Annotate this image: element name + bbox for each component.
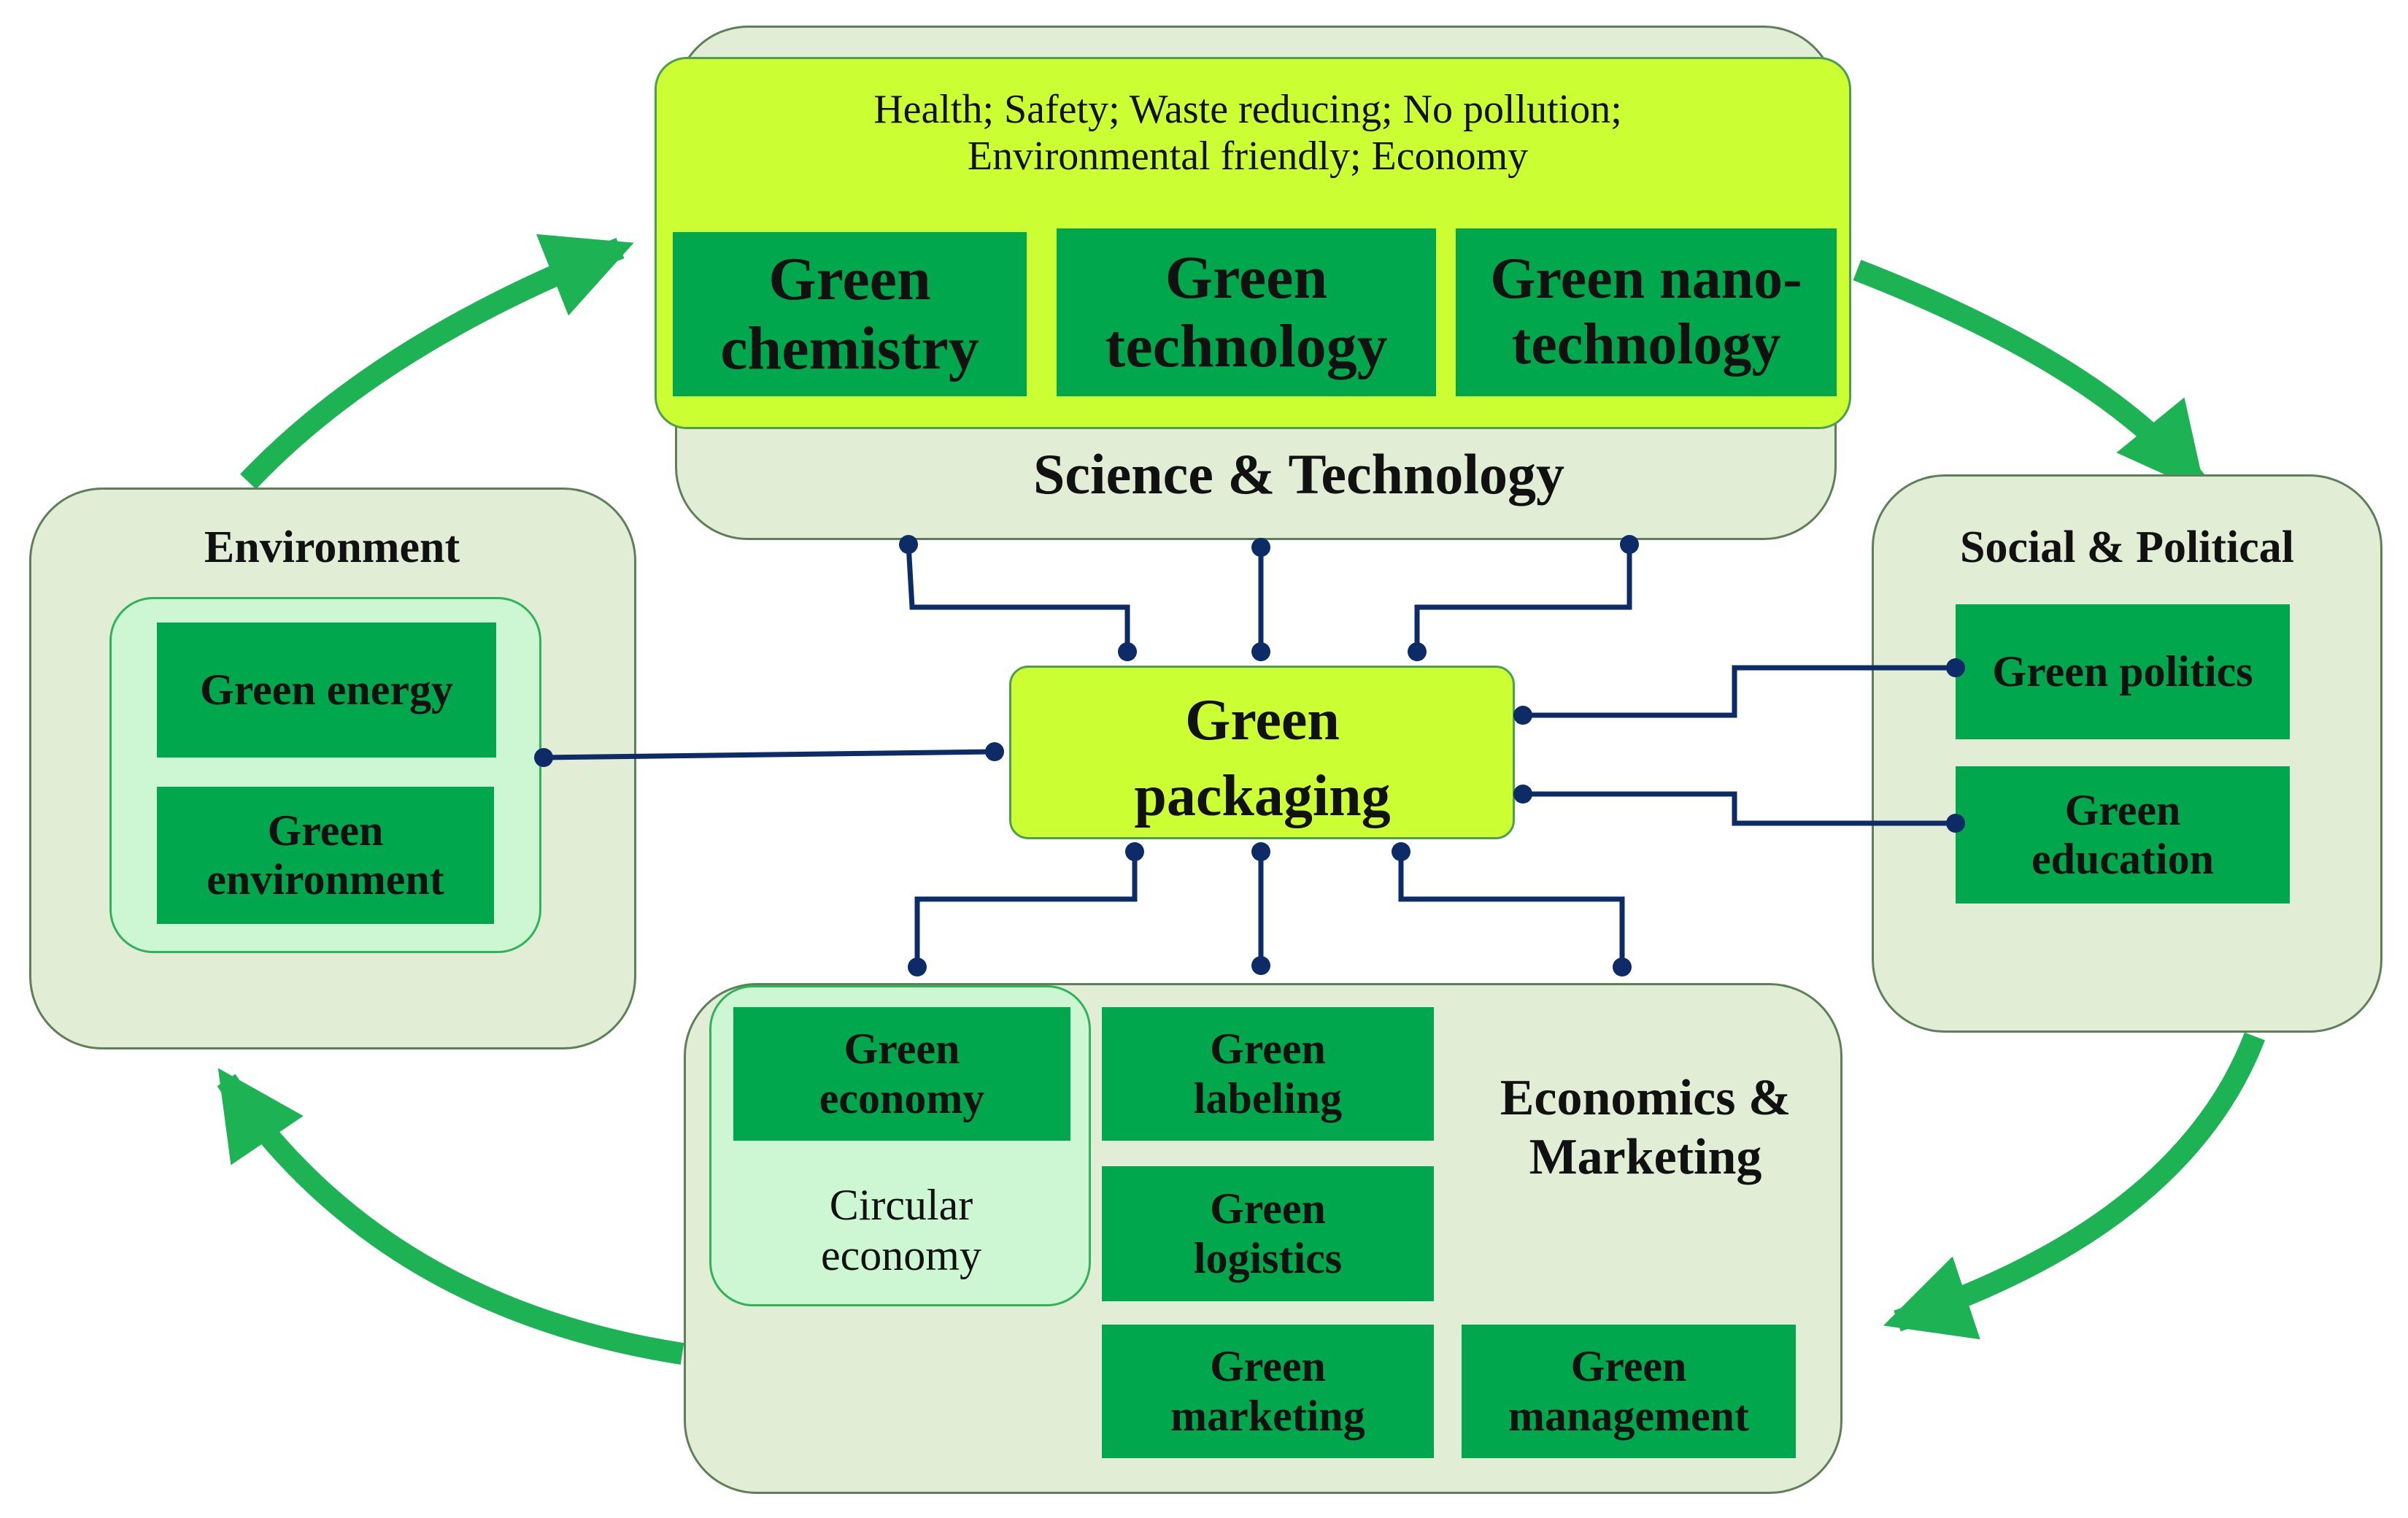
arrow-social-to-econ	[1883, 1032, 2265, 1340]
connector-econ-right	[1398, 852, 1625, 967]
green-technology-box: Green technology	[1057, 228, 1436, 396]
circular-economy-caption: Circular economy	[821, 1181, 981, 1279]
connector-dot	[1620, 535, 1639, 554]
green-management-box: Green management	[1462, 1325, 1796, 1458]
connector-econ-left	[914, 852, 1138, 967]
connector-dot	[1946, 814, 1965, 833]
connector-dot	[1946, 658, 1965, 677]
connector-dot	[534, 748, 553, 767]
connector-dot	[985, 742, 1004, 761]
connector-dot	[1251, 538, 1270, 557]
connector-science-left	[906, 544, 1130, 652]
social-political-label: Social & Political	[1959, 523, 2295, 572]
connector-dot	[1513, 706, 1532, 725]
science-technology-label: Science & Technology	[1033, 442, 1564, 506]
green-politics-box: Green politics	[1956, 604, 2290, 739]
connector-education	[1523, 791, 1956, 826]
connector-science-right	[1414, 544, 1632, 652]
green-marketing-box: Green marketing	[1102, 1325, 1434, 1458]
connector-dot	[908, 958, 927, 976]
environment-label: Environment	[204, 523, 460, 572]
connector-dot	[1513, 785, 1532, 804]
green-economy-box: Green economy	[733, 1007, 1070, 1141]
connector-dot	[1251, 642, 1270, 661]
social-political-panel	[1872, 474, 2382, 1033]
green-chemistry-box: Green chemistry	[673, 232, 1027, 396]
arrow-econ-to-env	[217, 1068, 684, 1365]
connector-dot	[1251, 842, 1270, 861]
connector-dot	[1118, 642, 1137, 661]
connector-dot	[1408, 642, 1427, 661]
green-logistics-box: Green logistics	[1102, 1166, 1434, 1301]
economics-marketing-label: Economics & Marketing	[1500, 1070, 1791, 1185]
green-environment-box: Green environment	[157, 787, 494, 924]
connector-dot	[1251, 956, 1270, 975]
green-packaging-title: Green packaging	[1134, 688, 1391, 828]
science-values-text: Health; Safety; Waste reducing; No pollu…	[873, 87, 1622, 180]
green-education-box: Green education	[1956, 766, 2290, 904]
green-nanotechnology-box: Green nano-technology	[1456, 228, 1837, 396]
green-packaging-box	[1009, 666, 1515, 839]
connector-environment	[543, 749, 995, 760]
connector-dot	[1392, 842, 1411, 861]
connector-dot	[1125, 842, 1144, 861]
arrow-env-to-science	[240, 234, 634, 490]
connector-dot	[899, 535, 918, 554]
connector-dot	[1613, 958, 1632, 976]
arrow-science-to-social	[1853, 260, 2206, 493]
connector-politics	[1523, 665, 1956, 718]
green-labeling-box: Green labeling	[1102, 1007, 1434, 1141]
green-energy-box: Green energy	[157, 623, 496, 758]
